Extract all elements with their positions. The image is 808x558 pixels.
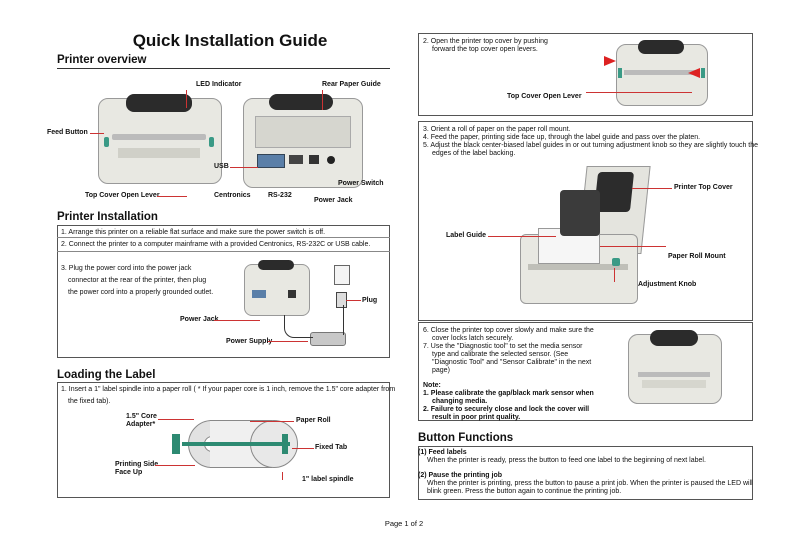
- leader-line: [155, 465, 195, 466]
- loading-step-1-line1: 1. Insert a 1" label spindle into a pape…: [61, 386, 396, 393]
- label-rs232: RS-232: [268, 192, 292, 199]
- leader-line: [90, 133, 104, 134]
- pause-text-line1: When the printer is printing, press the …: [427, 480, 753, 487]
- leader-line: [282, 472, 283, 480]
- step-3: 3. Orient a roll of paper on the paper r…: [423, 126, 571, 133]
- arrow-right-icon: [604, 56, 616, 66]
- label-led-indicator: LED Indicator: [196, 81, 242, 88]
- note-heading: Note:: [423, 382, 441, 389]
- leader-line: [230, 167, 258, 168]
- divider: [57, 237, 390, 238]
- install-step-2: 2. Connect the printer to a computer mai…: [61, 241, 371, 248]
- step-6-line1: 6. Close the printer top cover slowly an…: [423, 327, 594, 334]
- cable-line: [343, 305, 344, 335]
- step-7-line3: "Diagnostic Tool" and "Sensor Calibrate"…: [432, 359, 592, 366]
- note-1-line1: 1. Please calibrate the gap/black mark s…: [423, 390, 594, 397]
- leader-line: [268, 341, 308, 342]
- step-2-line1: 2. Open the printer top cover by pushing: [423, 38, 548, 45]
- printer-front-image: [98, 92, 222, 184]
- step-2-line2: forward the top cover open levers.: [432, 46, 538, 53]
- leader-line: [322, 90, 323, 110]
- label-fixed-tab: Fixed Tab: [315, 444, 348, 451]
- label-adjustment-knob: Adjustment Knob: [638, 281, 697, 288]
- label-power-switch: Power Switch: [338, 180, 384, 187]
- label-core-adapter-line1: 1.5" Core: [126, 413, 157, 420]
- label-paper-roll-mount: Paper Roll Mount: [668, 253, 726, 260]
- steps-3-5-box: [418, 121, 753, 321]
- label-label-guide: Label Guide: [446, 232, 487, 239]
- leader-line: [186, 90, 187, 108]
- printer-closed-image: [628, 328, 722, 404]
- label-printing-side-line1: Printing Side: [115, 461, 159, 468]
- step-7-line4: page): [432, 367, 450, 374]
- pause-title: (2) Pause the printing job: [418, 472, 503, 479]
- power-supply-icon: [310, 332, 346, 346]
- label-usb: USB: [214, 163, 229, 170]
- step-7-line1: 7. Use the "Diagnostic tool" to set the …: [423, 343, 583, 350]
- printer-open-image: [520, 162, 651, 308]
- installation-box: [57, 225, 390, 358]
- note-2-line2: result in poor print quality.: [432, 414, 521, 421]
- functions-box: [418, 446, 753, 500]
- step-5-line1: 5. Adjust the black center-biased label …: [423, 142, 759, 149]
- printer-rear-image: [243, 92, 363, 190]
- leader-line: [157, 196, 187, 197]
- leader-line: [346, 300, 361, 301]
- installation-heading: Printer Installation: [57, 211, 158, 223]
- loading-box: [57, 382, 390, 498]
- label-power-jack: Power Jack: [314, 197, 353, 204]
- arrow-left-icon: [688, 68, 700, 78]
- leader-line: [214, 320, 260, 321]
- label-install-power-jack: Power Jack: [180, 316, 219, 323]
- leader-line: [488, 236, 556, 237]
- leader-line: [600, 246, 666, 247]
- label-feed-button: Feed Button: [47, 129, 88, 136]
- install-step-1: 1. Arrange this printer on a reliable fl…: [61, 229, 326, 236]
- wall-outlet-icon: [334, 265, 350, 285]
- overview-rule: [57, 68, 390, 69]
- step-7-line2: type and calibrate the selected sensor. …: [432, 351, 569, 358]
- pause-text-line2: blink green. Press the button again to c…: [427, 488, 622, 495]
- printer-power-image: [244, 260, 310, 316]
- overview-heading: Printer overview: [57, 54, 147, 66]
- label-rear-paper-guide: Rear Paper Guide: [322, 81, 381, 88]
- feed-labels-title: (1) Feed labels: [418, 449, 467, 456]
- leader-line: [586, 92, 692, 93]
- loading-step-1-line2: the fixed tab).: [68, 398, 111, 405]
- divider: [57, 251, 390, 252]
- label-core-adapter-line2: Adapter*: [126, 421, 156, 428]
- label-plug: Plug: [362, 297, 378, 304]
- leader-line: [250, 421, 294, 422]
- label-printing-side-line2: Face Up: [115, 469, 143, 476]
- label-spindle: 1" label spindle: [302, 476, 354, 483]
- leader-line: [292, 448, 314, 449]
- label-right-top-cover-lever: Top Cover Open Lever: [507, 93, 582, 100]
- steps-6-7-box: [418, 322, 753, 421]
- page-title: Quick Installation Guide: [132, 31, 328, 50]
- label-paper-roll: Paper Roll: [296, 417, 331, 424]
- label-centronics: Centronics: [214, 192, 251, 199]
- leader-line: [632, 188, 672, 189]
- leader-line: [158, 419, 194, 420]
- label-roll-image: [170, 414, 298, 484]
- step-5-line2: edges of the label backing.: [432, 150, 516, 157]
- label-printer-top-cover: Printer Top Cover: [674, 184, 733, 191]
- feed-labels-text: When the printer is ready, press the but…: [427, 457, 706, 464]
- step-4: 4. Feed the paper, printing side face up…: [423, 134, 701, 141]
- note-2-line1: 2. Failure to securely close and lock th…: [423, 406, 590, 413]
- page-number: Page 1 of 2: [384, 519, 424, 528]
- step-6-line2: cover locks latch securely.: [432, 335, 514, 342]
- step-2-box: [418, 33, 753, 116]
- cable-line: [284, 315, 313, 338]
- label-power-supply: Power Supply: [226, 338, 273, 345]
- install-step-3-line3: the power cord into a properly grounded …: [68, 289, 214, 296]
- label-top-cover-open-lever: Top Cover Open Lever: [85, 192, 160, 199]
- note-1-line2: changing media.: [432, 398, 488, 405]
- leader-line: [614, 268, 615, 282]
- functions-heading: Button Functions: [418, 432, 514, 444]
- loading-heading: Loading the Label: [57, 369, 156, 381]
- install-step-3-line1: 3. Plug the power cord into the power ja…: [61, 265, 192, 272]
- install-step-3-line2: connector at the rear of the printer, th…: [68, 277, 207, 284]
